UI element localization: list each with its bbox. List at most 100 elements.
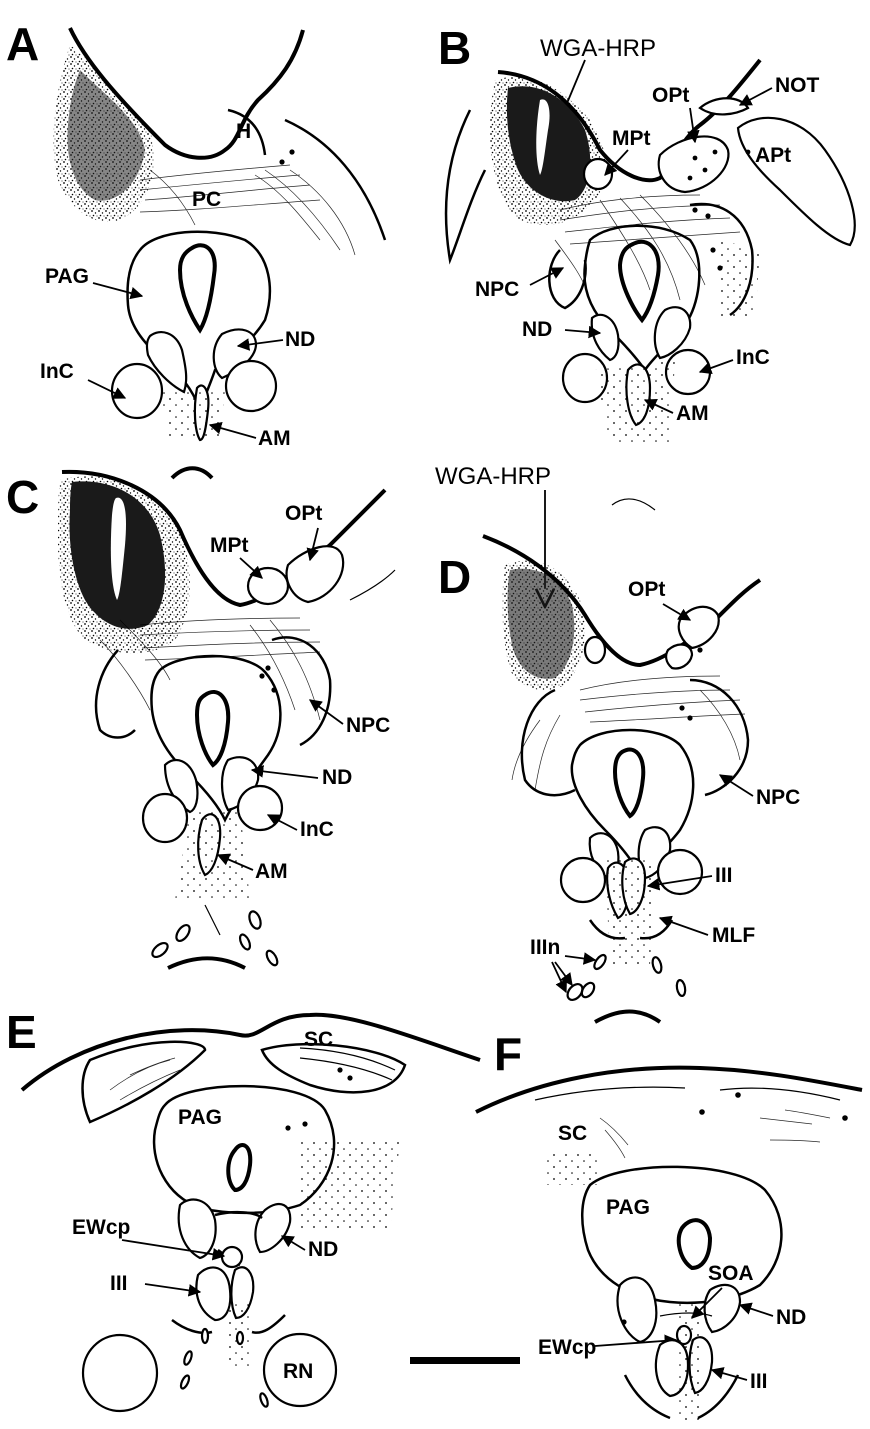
label-nd-b: ND xyxy=(522,318,552,341)
right-edge-a xyxy=(284,118,387,241)
inc-c-left xyxy=(141,792,189,844)
panel-letter-b: B xyxy=(438,22,471,74)
rn-e-right xyxy=(262,1332,338,1408)
mpt-b xyxy=(582,157,614,191)
pag-contour-b xyxy=(583,224,701,373)
mpt-c xyxy=(246,566,290,606)
mpt-d xyxy=(583,635,607,665)
label-iii-d: III xyxy=(715,864,733,887)
nd-b-right xyxy=(653,306,692,360)
dots-b xyxy=(595,360,675,445)
label-soa-f: SOA xyxy=(708,1262,754,1285)
inc-d-left xyxy=(559,856,607,904)
label-nd-e: ND xyxy=(308,1238,338,1261)
label-inc-a: InC xyxy=(40,360,74,383)
tegmentum-c xyxy=(94,636,332,747)
panel-letter-c: C xyxy=(6,471,39,523)
panel-letter-f: F xyxy=(494,1028,522,1080)
aqueduct-c xyxy=(194,690,231,768)
dorsal-surface-e xyxy=(20,1012,481,1092)
label-iii-f: III xyxy=(750,1370,768,1393)
lateral-contour-b xyxy=(444,109,487,265)
opt-b xyxy=(657,135,730,194)
panel-letter-a: A xyxy=(6,18,39,70)
label-ewcp-f: EWcp xyxy=(538,1336,596,1359)
label-inc-c: InC xyxy=(300,818,334,841)
dorsal-surface-a xyxy=(68,27,305,160)
panel-f: F SC PAG ND SOA EWcp III xyxy=(475,1028,863,1420)
mlf-e xyxy=(171,1314,286,1335)
stipple-b-right xyxy=(720,240,760,320)
apt-b xyxy=(736,116,856,247)
label-opt-d: OPt xyxy=(628,578,665,601)
fibers-f xyxy=(599,1109,831,1159)
label-sc-f: SC xyxy=(558,1122,587,1145)
dense-core-a xyxy=(67,70,145,201)
label-h: H xyxy=(236,120,251,143)
label-npc-b: NPC xyxy=(475,278,519,301)
panel-e: E SC PAG ND EWcp III RN xyxy=(6,1006,481,1413)
aqueduct-b xyxy=(617,239,661,324)
label-wga-b: WGA-HRP xyxy=(540,35,656,62)
dots-d xyxy=(605,860,655,965)
nd-f-left xyxy=(616,1276,658,1344)
panel-letter-d: D xyxy=(438,551,471,603)
label-wga-d: WGA-HRP xyxy=(435,463,551,490)
label-nd-c: ND xyxy=(322,766,352,789)
nd-e-right xyxy=(254,1202,292,1254)
label-opt-b: OPt xyxy=(652,84,689,107)
label-am-b: AM xyxy=(676,402,709,425)
label-mpt-b: MPt xyxy=(612,127,651,150)
edge-c-right xyxy=(349,569,396,601)
inc-c-right xyxy=(236,784,284,832)
nd-f-right xyxy=(703,1283,742,1334)
panel-d: D WGA-HRP OPt NPC III xyxy=(435,463,800,1024)
label-sc-e: SC xyxy=(304,1028,333,1051)
inc-a-left xyxy=(110,362,164,420)
label-mlf-d: MLF xyxy=(712,924,755,947)
label-pag-a: PAG xyxy=(45,265,89,288)
inc-a-right xyxy=(224,359,278,413)
dorsal-surface-d xyxy=(482,534,762,668)
label-iiin-d: IIIn xyxy=(530,936,560,959)
sc-layer-f xyxy=(534,1086,841,1101)
habenula-contour xyxy=(227,108,267,156)
label-rn-e: RN xyxy=(283,1360,313,1383)
panel-b: B WGA-HRP MPt OPt NOT APt xyxy=(438,22,856,445)
label-nd-a: ND xyxy=(285,328,315,351)
injection-core-d xyxy=(507,568,575,679)
label-ewcp-e: EWcp xyxy=(72,1216,130,1239)
not-b xyxy=(698,97,750,116)
pag-contour-a xyxy=(126,230,272,414)
pag-contour-f xyxy=(580,1165,783,1305)
dots-c xyxy=(175,810,250,900)
label-am-a: AM xyxy=(258,427,291,450)
dorsal-surface-c xyxy=(61,469,387,608)
sc-layer-e xyxy=(81,1040,207,1124)
ventral-c xyxy=(204,904,221,936)
fibers-e xyxy=(109,1057,181,1101)
aqueduct-e xyxy=(226,1143,253,1193)
label-inc-b: InC xyxy=(736,346,770,369)
label-opt-c: OPt xyxy=(285,502,322,525)
aqueduct-a xyxy=(177,243,217,334)
midline-d xyxy=(594,1009,662,1024)
ewcp-e xyxy=(220,1245,244,1269)
nd-e-left xyxy=(177,1198,217,1260)
nd-b-left xyxy=(590,313,620,362)
label-pag-e: PAG xyxy=(178,1106,222,1129)
dorsal-surface-f xyxy=(475,1065,863,1114)
opt-d-ventral xyxy=(665,643,694,670)
sc-layer-e-right xyxy=(260,1042,407,1094)
aqueduct-f xyxy=(676,1218,713,1271)
tegmentum-d xyxy=(520,678,750,797)
label-npc-c: NPC xyxy=(346,714,390,737)
label-pag-f: PAG xyxy=(606,1196,650,1219)
label-pc: PC xyxy=(192,188,221,211)
mlf-f xyxy=(623,1374,740,1420)
midline-c xyxy=(167,956,246,970)
aqueduct-d xyxy=(612,747,646,819)
dots-e xyxy=(300,1140,400,1230)
midline-a xyxy=(170,466,214,480)
